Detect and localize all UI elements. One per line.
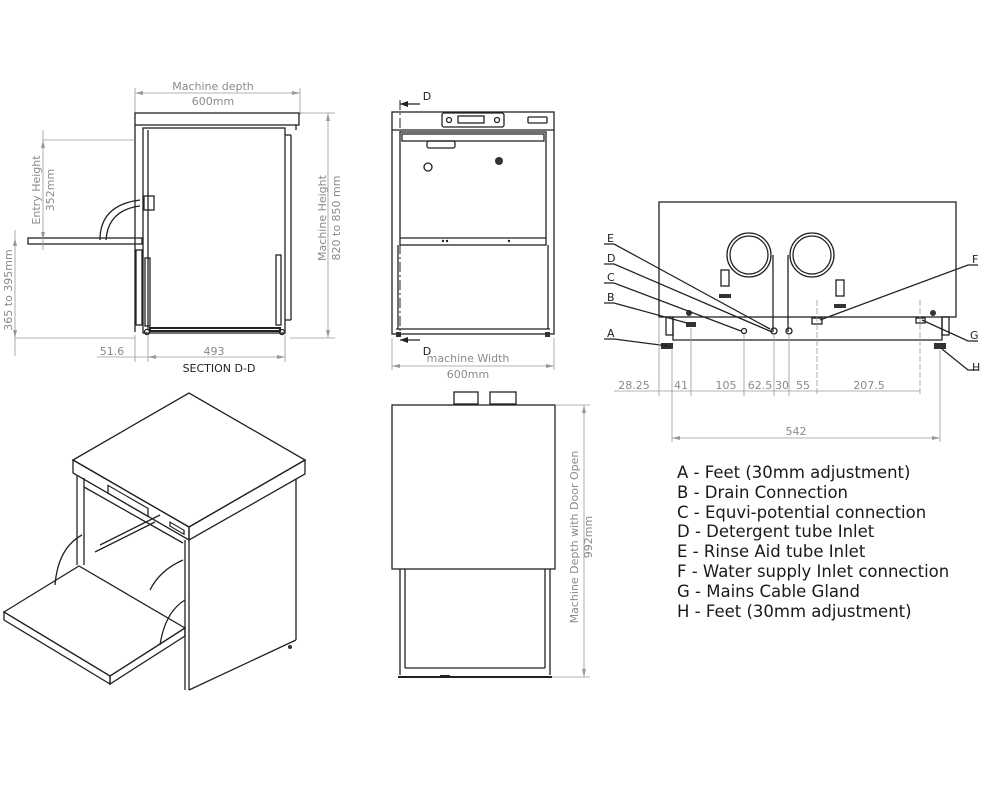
offset-value: 51.6 xyxy=(100,345,125,358)
legend-item-g: G - Mains Cable Gland xyxy=(677,581,860,601)
dim-62-5: 62.5 xyxy=(748,379,773,392)
door-open-label: Machine Depth with Door Open xyxy=(568,451,581,624)
entry-height-value: 352mm xyxy=(44,169,57,211)
connection-legend: A - Feet (30mm adjustment) B - Drain Con… xyxy=(677,463,949,621)
section-marker-bottom: D xyxy=(423,345,431,358)
rear-view: E D C B A F G H 28.25 41 105 62.5 30 55 … xyxy=(604,201,980,442)
dim-55: 55 xyxy=(796,379,810,392)
front-view: D D machine Width 600mm xyxy=(391,90,555,381)
dim-207-5: 207.5 xyxy=(853,379,885,392)
door-open-value: 992mm xyxy=(582,516,595,558)
callout-f: F xyxy=(972,253,978,266)
legend-item-f: F - Water supply Inlet connection xyxy=(677,561,950,581)
legend-item-a: A - Feet (30mm adjustment) xyxy=(677,463,911,482)
side-section-view: Machine depth 600mm Entry Height 352m xyxy=(2,80,343,375)
callout-e: E xyxy=(607,232,614,245)
dim-28-25: 28.25 xyxy=(618,379,650,392)
width-label: machine Width xyxy=(427,352,510,365)
dim-30: 30 xyxy=(775,379,789,392)
machine-height-label: Machine Height xyxy=(316,174,329,261)
depth-label: Machine depth xyxy=(172,80,254,93)
inner-depth-value: 493 xyxy=(204,345,225,358)
callout-d: D xyxy=(607,252,615,265)
callout-b: B xyxy=(607,291,615,304)
width-value: 600mm xyxy=(447,368,489,381)
isometric-view xyxy=(2,392,307,691)
legend-item-d: D - Detergent tube Inlet xyxy=(677,522,875,542)
rack-height-value: 365 to 395mm xyxy=(2,249,15,330)
section-title: SECTION D-D xyxy=(183,362,256,375)
dim-542: 542 xyxy=(786,425,807,438)
callout-c: C xyxy=(607,271,615,284)
callout-g: G xyxy=(970,329,979,342)
legend-item-e: E - Rinse Aid tube Inlet xyxy=(677,542,866,562)
section-marker-top: D xyxy=(423,90,431,103)
dim-41: 41 xyxy=(674,379,688,392)
top-view-door-open: Machine Depth with Door Open 992mm xyxy=(391,391,595,678)
legend-item-b: B - Drain Connection xyxy=(677,482,849,502)
depth-value: 600mm xyxy=(192,95,234,108)
callout-h: H xyxy=(972,361,980,374)
dim-105: 105 xyxy=(716,379,737,392)
entry-height-label: Entry Height xyxy=(30,155,43,225)
legend-item-c: C - Equvi-potential connection xyxy=(677,502,927,522)
machine-height-value: 820 to 850 mm xyxy=(330,176,343,261)
legend-item-h: H - Feet (30mm adjustment) xyxy=(677,601,912,621)
callout-a: A xyxy=(607,327,615,340)
